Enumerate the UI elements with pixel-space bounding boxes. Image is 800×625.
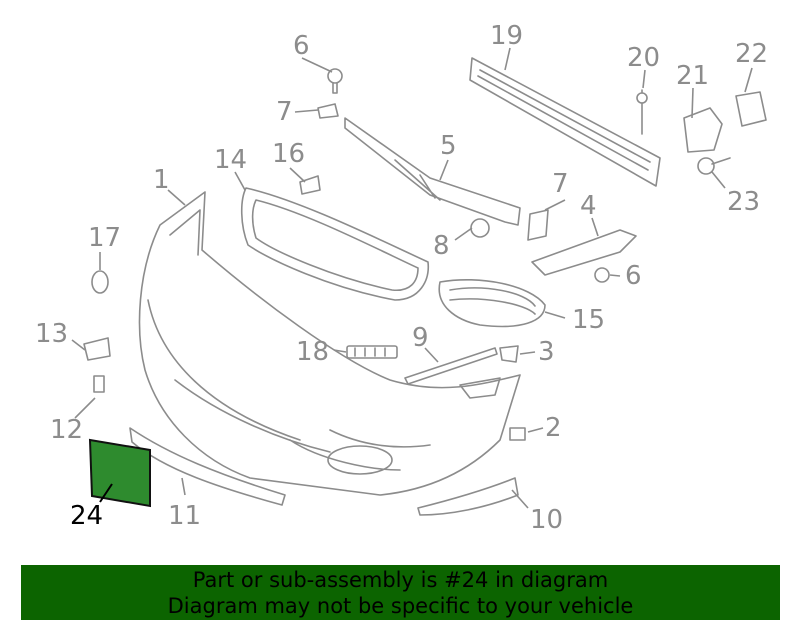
callout-19: 19 [490, 21, 523, 51]
callout-2: 2 [545, 413, 562, 443]
callout-21: 21 [676, 61, 709, 91]
callout-11: 11 [168, 501, 201, 531]
callout-6-right: 6 [625, 261, 642, 291]
callout-23: 23 [727, 187, 760, 217]
info-banner: Part or sub-assembly is #24 in diagram D… [21, 565, 780, 620]
part-11-lower-strip [129, 427, 286, 506]
callout-6-top: 6 [293, 31, 310, 61]
callout-16: 16 [272, 139, 305, 169]
part-19-reinforcement [469, 57, 661, 187]
part-24-license-plate-bracket [88, 438, 151, 508]
callout-8: 8 [433, 231, 450, 261]
parts-diagram: 19 20 21 22 6 7 5 16 14 1 7 4 23 17 8 6 … [35, 21, 768, 535]
part-1-bumper-cover [138, 191, 521, 496]
banner-line-2: Diagram may not be specific to your vehi… [167, 593, 634, 618]
callout-1: 1 [153, 165, 170, 195]
part-18-emblem-grille [346, 345, 398, 359]
callout-17: 17 [88, 223, 121, 253]
callout-12: 12 [50, 415, 83, 445]
part-5-upper-rail [344, 117, 521, 226]
part-9-trim-strip [404, 347, 498, 385]
callout-15: 15 [572, 305, 605, 335]
callout-24: 24 [70, 501, 103, 531]
part-10-lower-lip [417, 477, 519, 516]
callout-5: 5 [440, 131, 457, 161]
leader-lines [71, 47, 753, 509]
callout-9: 9 [412, 323, 429, 353]
callout-labels: 19 20 21 22 6 7 5 16 14 1 7 4 23 17 8 6 … [35, 21, 768, 535]
callout-14: 14 [214, 145, 247, 175]
callout-7-right: 7 [552, 169, 569, 199]
part-4-side-bracket [531, 229, 637, 276]
part-24-highlight-shape [88, 438, 151, 508]
banner-line-1: Part or sub-assembly is #24 in diagram [192, 567, 609, 592]
callout-18: 18 [296, 337, 329, 367]
callout-3: 3 [538, 337, 555, 367]
callout-13: 13 [35, 319, 68, 349]
callout-4: 4 [580, 191, 597, 221]
callout-22: 22 [735, 39, 768, 69]
callout-20: 20 [627, 43, 660, 73]
callout-10: 10 [530, 505, 563, 535]
callout-7-top: 7 [276, 97, 293, 127]
part-15-side-grille [438, 279, 546, 328]
part-14-upper-grille [240, 187, 430, 301]
